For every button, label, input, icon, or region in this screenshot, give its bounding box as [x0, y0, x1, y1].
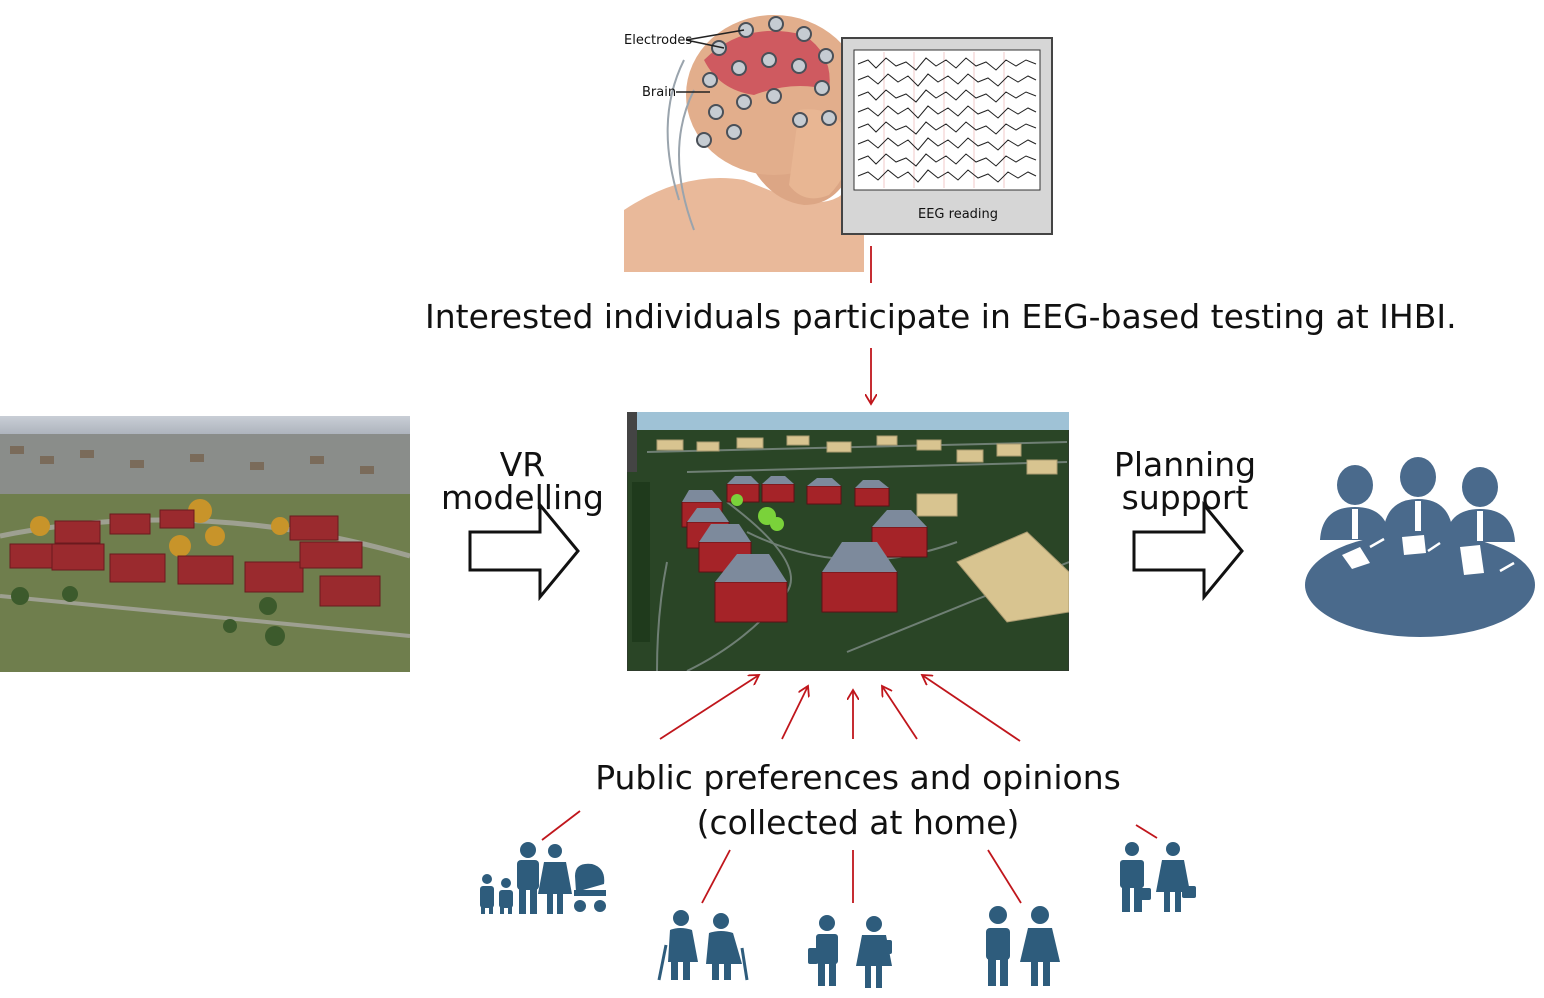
eeg-illustration: Electrodes Brain EEG reading	[624, 0, 1054, 272]
family-connector	[541, 810, 581, 841]
public-arrow-2	[781, 686, 808, 740]
public-preferences-line-1: Public preferences and opinions	[595, 758, 1121, 797]
vr-model-image	[627, 412, 1069, 671]
elderly-couple-icon	[657, 910, 749, 981]
electrodes-label: Electrodes	[624, 33, 692, 48]
couple-connector	[987, 849, 1022, 904]
vr-model-screenshot	[627, 412, 1069, 671]
aerial-photo	[0, 416, 410, 672]
public-arrow-1	[659, 675, 759, 740]
vr-modelling-line-2: modelling	[441, 478, 604, 517]
meeting-table-icon	[1300, 455, 1540, 640]
public-arrow-4	[882, 686, 918, 740]
eeg-testing-label: Interested individuals participate in EE…	[425, 297, 1457, 336]
meeting-people-icon	[1305, 457, 1535, 637]
public-arrow-5	[922, 675, 1021, 742]
family-with-stroller-icon	[480, 842, 606, 914]
elderly-connector	[701, 849, 731, 904]
workers-connector	[1135, 824, 1158, 839]
eeg-head-image: Electrodes Brain EEG reading	[624, 0, 1054, 272]
vr-modelling-line-1: VR	[499, 445, 546, 484]
planning-support-label: Planning support	[1085, 448, 1285, 514]
eeg-reading-label: EEG reading	[918, 207, 998, 222]
students-icon	[808, 915, 892, 988]
business-people-icon	[1120, 842, 1196, 912]
vr-modelling-block-arrow	[468, 500, 580, 602]
planning-support-line-2: support	[1121, 478, 1249, 517]
brain-label: Brain	[642, 85, 676, 100]
aerial-neighbourhood-image	[0, 416, 410, 672]
public-preferences-line-2: (collected at home)	[696, 802, 1020, 842]
planning-support-block-arrow	[1132, 500, 1244, 602]
public-preferences-label: Public preferences and opinions (collect…	[560, 756, 1156, 845]
planning-support-line-1: Planning	[1113, 445, 1257, 484]
couple-icon	[986, 906, 1060, 986]
vr-modelling-label: VR modelling	[420, 448, 625, 514]
